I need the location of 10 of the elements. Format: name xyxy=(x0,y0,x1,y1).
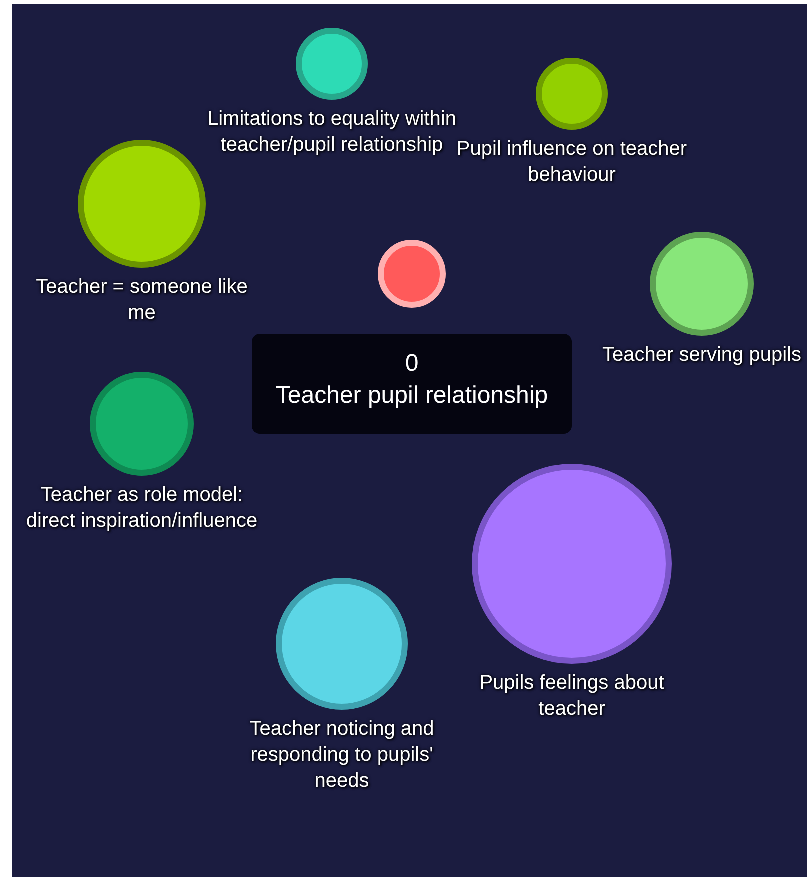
bubble-label: Teacher serving pupils xyxy=(602,343,802,368)
bubble-label: Pupils feelings about teacher xyxy=(478,671,666,722)
bubble-label: Limitations to equality within teacher/pupil relationship xyxy=(207,107,457,158)
tooltip-value: 0 xyxy=(404,349,420,379)
tooltip-title: Teacher pupil relationship xyxy=(274,381,550,411)
bubble-label: Pupil influence on teacher behaviour xyxy=(456,137,688,188)
bubble-label: Teacher noticing and responding to pupils' needs xyxy=(248,717,436,794)
bubble-label: Teacher as role model: direct inspiration/influence xyxy=(25,483,259,534)
value-tooltip xyxy=(252,334,572,434)
bubble-label: Teacher = someone like me xyxy=(35,275,249,326)
